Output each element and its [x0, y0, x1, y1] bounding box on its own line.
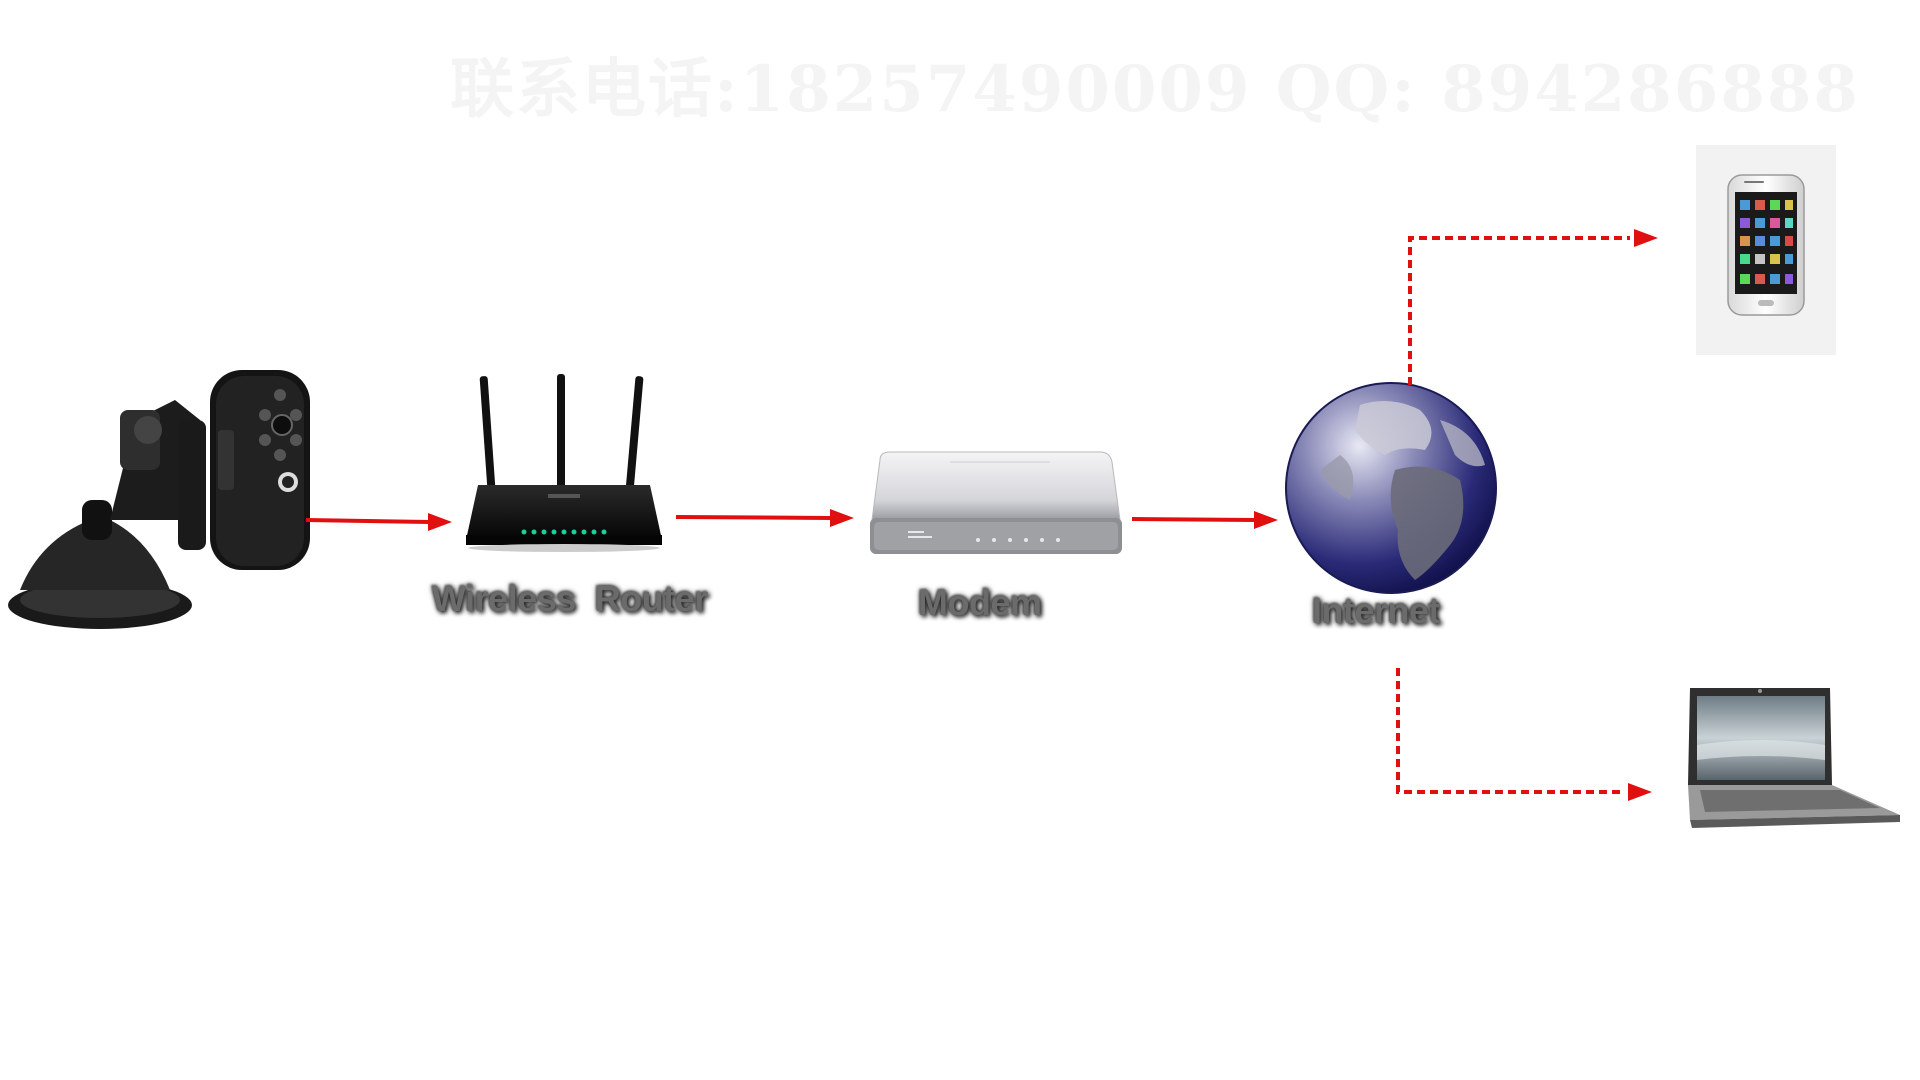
router-label: Wireless Router [432, 578, 708, 619]
internet-label: Internet [1312, 590, 1441, 631]
globe-icon [1285, 382, 1497, 594]
modem-icon [870, 451, 1122, 554]
arrow-router-to-modem [675, 509, 854, 527]
arrow-camera-to-router [305, 513, 452, 531]
smartphone-icon [1696, 145, 1836, 355]
arrow-modem-to-internet [1131, 511, 1278, 529]
wifi-camera-icon [8, 370, 310, 629]
laptop-icon [1688, 688, 1900, 828]
wireless-router-icon [466, 374, 662, 552]
arrow-internet-to-laptop [1396, 668, 1652, 801]
watermark: 联系电话:18257490009 QQ: 894286888 [450, 52, 1860, 127]
modem-label: Modem [918, 582, 1042, 623]
arrow-internet-to-phone [1408, 229, 1658, 385]
